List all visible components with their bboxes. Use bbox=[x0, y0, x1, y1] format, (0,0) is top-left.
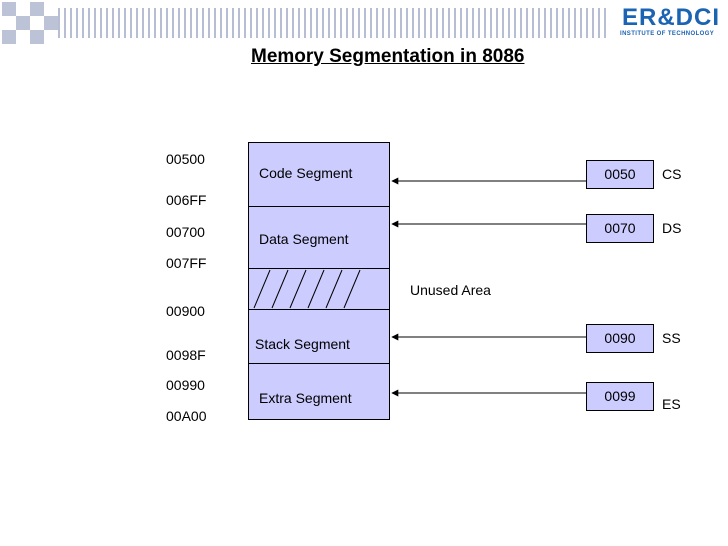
code-segment-block: Code Segment bbox=[248, 142, 390, 207]
register-name: ES bbox=[662, 396, 681, 412]
segment-label: Data Segment bbox=[259, 231, 349, 247]
slide-title: Memory Segmentation in 8086 bbox=[251, 46, 525, 67]
address-label: 00500 bbox=[166, 151, 205, 167]
ss-register-box: 0090 bbox=[586, 324, 654, 353]
unused-area-hatch bbox=[248, 268, 390, 310]
address-label: 006FF bbox=[166, 192, 207, 208]
segment-label: Code Segment bbox=[259, 165, 353, 181]
address-label: 00990 bbox=[166, 377, 205, 393]
cs-register-box: 0050 bbox=[586, 160, 654, 189]
register-name: SS bbox=[662, 330, 681, 346]
address-label: 00700 bbox=[166, 224, 205, 240]
stack-segment-block: Stack Segment bbox=[248, 309, 390, 364]
ds-register-box: 0070 bbox=[586, 214, 654, 243]
data-segment-block: Data Segment bbox=[248, 206, 390, 269]
address-label: 00900 bbox=[166, 303, 205, 319]
segment-label: Stack Segment bbox=[255, 336, 350, 352]
address-label: 007FF bbox=[166, 255, 207, 271]
extra-segment-block: Extra Segment bbox=[248, 363, 390, 420]
register-name: DS bbox=[662, 220, 682, 236]
unused-area-label: Unused Area bbox=[410, 282, 491, 298]
segment-label: Extra Segment bbox=[259, 390, 352, 406]
es-register-box: 0099 bbox=[586, 382, 654, 411]
register-name: CS bbox=[662, 166, 682, 182]
logo-subtext: INSTITUTE OF TECHNOLOGY bbox=[620, 31, 715, 37]
logo: ER&DCI INSTITUTE OF TECHNOLOGY bbox=[618, 4, 722, 42]
logo-text: ER&DCI bbox=[622, 4, 721, 31]
header-band: ER&DCI INSTITUTE OF TECHNOLOGY bbox=[0, 0, 728, 46]
checker-pattern bbox=[0, 0, 60, 46]
address-label: 00A00 bbox=[166, 408, 207, 424]
address-label: 0098F bbox=[166, 347, 206, 363]
stripe-pattern bbox=[58, 8, 610, 38]
